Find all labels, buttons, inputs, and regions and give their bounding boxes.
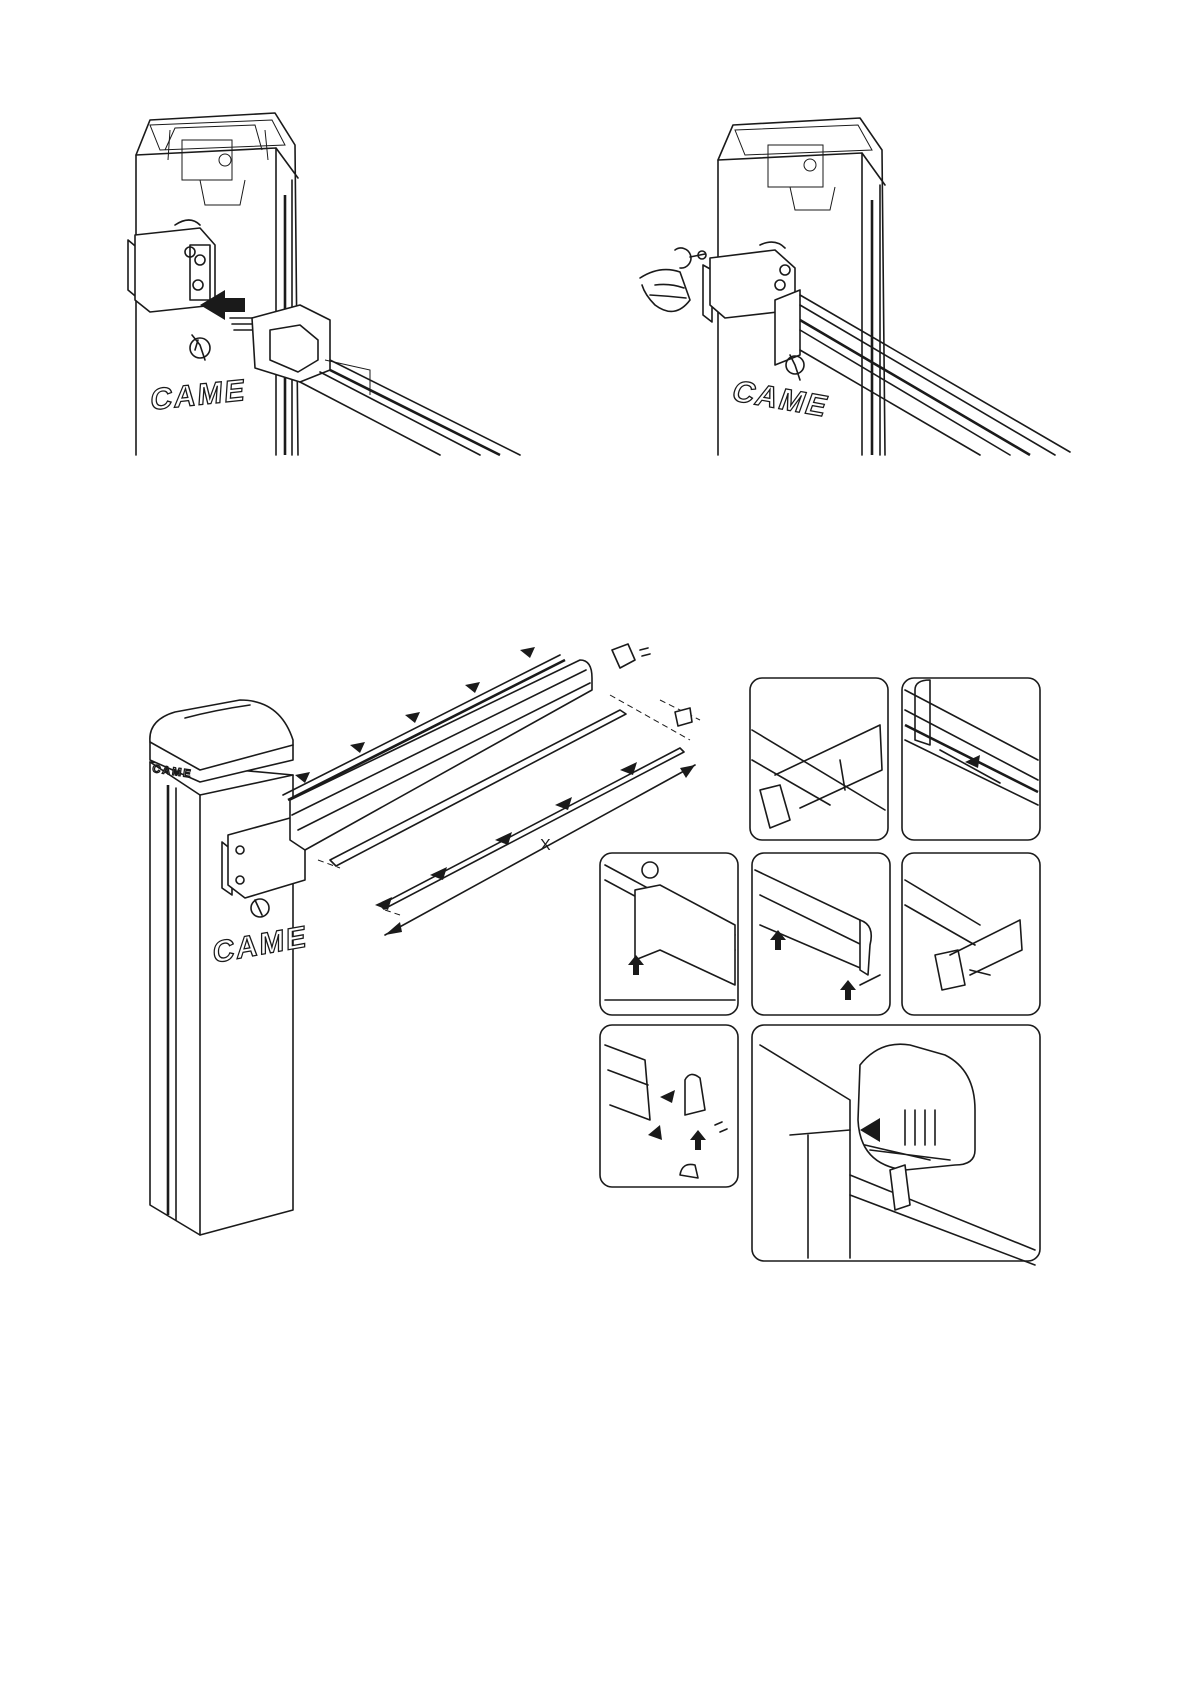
brand-logo: CAME (150, 374, 248, 417)
detail-panel-slide-profile (752, 853, 890, 1015)
dimension-arrow-right-icon (680, 765, 695, 778)
dimension-arrow-left-icon (385, 922, 402, 935)
detail-panel-fit-housing-cover (752, 1025, 1040, 1265)
dimension-label: X (540, 837, 551, 854)
detail-panel-end-cap-assembly (600, 1025, 738, 1187)
detail-panel-tool-on-profile (902, 853, 1040, 1015)
detail-panel-lever-tool (750, 678, 888, 840)
figure-secure-boom: CAME (640, 118, 1070, 455)
detail-panel-insert-strip (902, 678, 1040, 840)
brand-logo: CAME (728, 375, 834, 423)
figure-insert-boom: CAME (128, 113, 520, 455)
detail-panel-fit-cover (600, 853, 738, 1015)
